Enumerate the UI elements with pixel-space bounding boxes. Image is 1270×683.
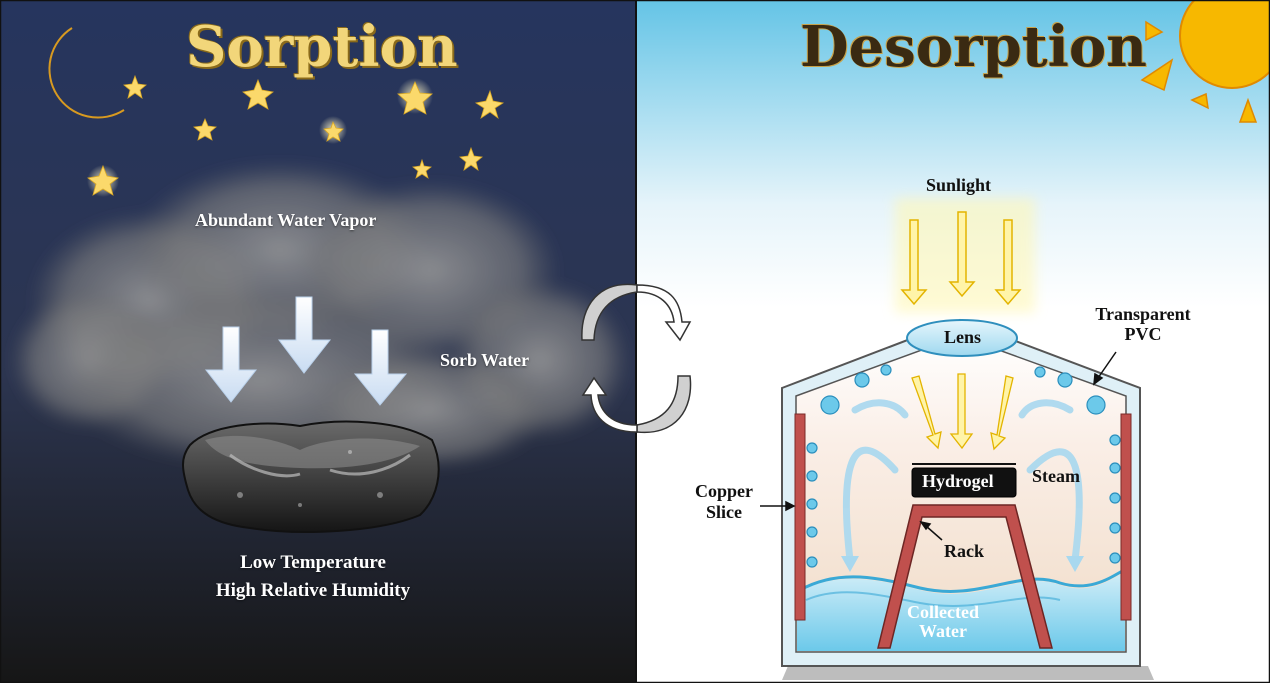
star-icon [474,89,505,120]
pointer-arrows [760,351,1117,541]
sorb-water-label: Sorb Water [440,350,530,370]
desorption-title: Desorption [800,14,1147,80]
hydrogel-label: Hydrogel [922,471,994,491]
focused-ray-arrow-icon [949,373,974,450]
steam-arrow-icon [843,446,899,564]
cycle-arrow-icon [636,375,692,434]
steam-arrowheads [841,556,1084,572]
star-icon [323,120,344,142]
down-arrow-icon [353,329,408,406]
focused-ray-arrow-icon [911,375,942,450]
collected-water-label: Collected Water [893,603,993,641]
condition-line-2: High Relative Humidity [215,580,411,601]
sun-ray-arrow-icon [994,219,1022,306]
focused-ray-arrow-icon [990,375,1014,451]
dry-hydrogel-sample [182,420,440,533]
star-icon [123,74,147,99]
water-line-2: Water [919,621,967,641]
lens-label: Lens [944,327,982,347]
sun-ray-arrow-icon [948,211,976,298]
copper-line-2: Slice [706,502,742,522]
copper-line-1: Copper [695,481,753,501]
down-arrow-icon [204,326,258,403]
pvc-line-2: PVC [1124,324,1162,344]
steam-label: Steam [1032,466,1080,486]
sunlight-arrows [895,198,1035,313]
star-icon [397,81,433,115]
water-line-1: Collected [907,602,979,622]
hydrogel-block [911,467,1017,498]
steam-arrow-icon [1018,399,1074,419]
star-icon [193,117,217,141]
steam-arrows [843,399,1083,564]
vapor-down-arrows [204,296,408,406]
vapor-label: Abundant Water Vapor [195,210,377,230]
pvc-label: Transparent PVC [1078,304,1208,344]
cycle-arrows [581,283,692,434]
rack-label: Rack [944,541,984,561]
rack [877,504,1053,649]
star-icon [242,78,274,110]
copper-slice-label: Copper Slice [684,481,764,523]
sorption-title: Sorption [186,14,458,80]
star-icon [412,158,432,179]
condition-label: Low Temperature High Relative Humidity [186,549,440,605]
device-base [782,666,1154,680]
steam-arrow-icon [1026,448,1083,564]
focused-light-arrows [911,373,1014,451]
lens [906,319,1018,357]
copper-slice-right [1120,413,1132,621]
star-icon [459,146,483,171]
stars [87,74,505,197]
pvc-line-1: Transparent [1095,304,1191,324]
condensed-droplets [806,364,1121,568]
star-icon [87,164,119,196]
steam-arrow-icon [851,399,909,419]
condition-line-1: Low Temperature [240,552,386,573]
sun-icon [1140,0,1270,123]
down-arrow-icon [277,296,332,374]
copper-slice-left [794,413,806,621]
sunlight-label: Sunlight [926,175,992,195]
sun-ray-arrow-icon [900,219,928,306]
cycle-arrow-icon [581,283,638,341]
moon-icon [48,27,125,119]
